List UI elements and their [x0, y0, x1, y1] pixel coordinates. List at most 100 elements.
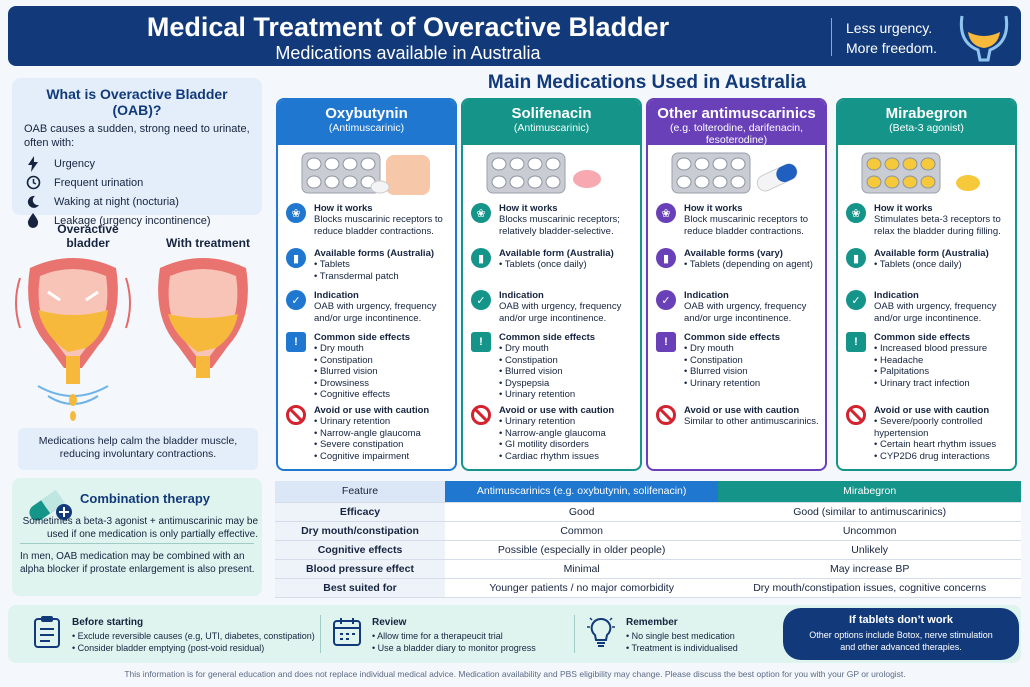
card-header: Oxybutynin(Antimuscarinic) — [278, 100, 455, 145]
clock-icon — [24, 175, 42, 191]
tablet-blister-icon — [671, 152, 798, 194]
table-header-feature: Feature — [275, 481, 445, 503]
section-body: • Tablets (once daily) — [874, 259, 962, 270]
card-drug-name: Other antimuscarinics — [657, 105, 816, 122]
section-title: Available forms (vary) — [684, 248, 783, 259]
section-title: Common side effects — [874, 332, 971, 343]
section-title: Common side effects — [314, 332, 411, 343]
tagline-2: More freedom. — [846, 40, 938, 56]
remember-text: • No single best medication • Treatment … — [626, 630, 738, 654]
section-body: • Severe/poorly controlled hypertension … — [874, 416, 997, 462]
remember-item: • No single best medication — [626, 631, 735, 641]
tagline-1: Less urgency. — [846, 20, 933, 36]
brain-icon: ❀ — [656, 203, 676, 223]
section-title: How it works — [499, 203, 558, 214]
table-cell: Blood pressure effect — [275, 559, 445, 579]
remember-item: • Treatment is individualised — [626, 643, 738, 653]
card-drug-class-line-2: fesoterodine) — [705, 134, 768, 146]
card-drug-class: (Antimuscarinic) — [328, 122, 405, 134]
table-cell: Dry mouth/constipation issues, cognitive… — [718, 578, 1021, 598]
no-entry-icon — [286, 405, 306, 425]
medication-card-other-antimuscarinics: Other antimuscarinics(e.g. tolterodine, … — [646, 98, 827, 471]
table-cell: May increase BP — [718, 559, 1021, 579]
table-cell: Younger patients / no major comorbidity — [445, 578, 719, 598]
table-cell: Good (similar to antimuscarinics) — [718, 502, 1021, 522]
check-icon: ✓ — [656, 290, 676, 310]
capsule-plus-icon — [29, 489, 72, 521]
overactive-label-1: Overactive — [57, 222, 119, 236]
before-starting-title: Before starting — [72, 617, 144, 628]
section-body: OAB with urgency, frequency and/or urge … — [874, 301, 997, 324]
section-body: Blocks muscarinic receptors; relatively … — [499, 214, 620, 237]
table-cell: Uncommon — [718, 521, 1021, 541]
brain-icon: ❀ — [846, 203, 866, 223]
symptom-leakage: Leakage (urgency incontinence) — [24, 211, 250, 230]
table-header-mirabegron: Mirabegron — [718, 481, 1021, 503]
table-cell: Efficacy — [275, 502, 445, 522]
section-body: OAB with urgency, frequency and/or urge … — [499, 301, 622, 324]
section-body: Blocks muscarinic receptors to reduce bl… — [314, 214, 443, 237]
card-drug-name: Oxybutynin — [325, 105, 408, 122]
table-cell: Minimal — [445, 559, 719, 579]
section-body: Block muscarinic receptors to reduce bla… — [684, 214, 809, 237]
calendar-icon — [333, 618, 361, 646]
medication-card-solifenacin: Solifenacin(Antimuscarinic)❀How it works… — [461, 98, 642, 471]
with-treatment-label: With treatment — [166, 236, 250, 250]
table-cell: Best suited for — [275, 578, 445, 598]
section-body: OAB with urgency, frequency and/or urge … — [314, 301, 437, 324]
symptom-label: Frequent urination — [54, 176, 144, 189]
if-tablets-line: Other options include Botox, nerve stimu… — [809, 630, 993, 640]
main-medications-title: Main Medications Used in Australia — [487, 72, 807, 93]
brain-icon: ❀ — [286, 203, 306, 223]
bottom-info-strip: Before starting • Exclude reversible cau… — [8, 605, 1021, 663]
section-title: Avoid or use with caution — [684, 405, 800, 416]
overactive-label-2: bladder — [66, 236, 110, 250]
lightbulb-icon — [587, 617, 615, 647]
table-cell: Possible (especially in older people) — [445, 540, 719, 560]
combination-text-1: Sometimes a beta-3 agonist + antimuscari… — [22, 516, 258, 540]
section-body: • Dry mouth • Constipation • Blurred vis… — [314, 343, 391, 400]
card-drug-name: Mirabegron — [885, 105, 968, 122]
pill-icon: ▮ — [846, 248, 866, 268]
moon-icon — [24, 194, 42, 210]
card-header: Mirabegron(Beta-3 agonist) — [838, 100, 1015, 145]
symptom-nocturia: Waking at night (nocturia) — [24, 192, 250, 211]
symptom-label: Leakage (urgency incontinence) — [54, 214, 211, 227]
page-title: Medical Treatment of Overactive Bladder — [146, 12, 670, 42]
no-entry-icon — [846, 405, 866, 425]
warning-icon: ! — [286, 332, 306, 352]
table-header-antimuscarinics: Antimuscarinics (e.g. oxybutynin, solife… — [445, 481, 719, 503]
section-body: • Increased blood pressure • Headache • … — [874, 343, 988, 389]
tablet-blister-icon — [301, 152, 430, 195]
if-tablets-dont-work-callout: If tablets don’t work Other options incl… — [783, 608, 1019, 660]
table-cell: Common — [445, 521, 719, 541]
no-entry-icon — [656, 405, 676, 425]
card-header: Solifenacin(Antimuscarinic) — [463, 100, 640, 145]
bladder-illustration: Overactive bladder With treatment — [8, 218, 266, 430]
table-header-row: Feature Antimuscarinics (e.g. oxybutynin… — [275, 481, 1021, 503]
symptom-label: Urgency — [54, 157, 95, 170]
section-title: Indication — [314, 290, 359, 301]
symptom-label: Waking at night (nocturia) — [54, 195, 179, 208]
if-tablets-title: If tablets don’t work — [849, 614, 953, 626]
section-body: Similar to other antimuscarinics. — [684, 416, 819, 427]
section-body: • Tablets • Transdermal patch — [314, 259, 399, 282]
page-subtitle: Medications available in Australia — [275, 43, 541, 63]
warning-icon: ! — [471, 332, 491, 352]
if-tablets-text: Other options include Botox, nerve stimu… — [783, 629, 1019, 653]
combination-text-2: In men, OAB medication may be combined w… — [20, 551, 255, 575]
review-text: • Allow time for a therapeucit trial • U… — [372, 630, 536, 654]
table-cell: Dry mouth/constipation — [275, 521, 445, 541]
check-icon: ✓ — [471, 290, 491, 310]
section-title: How it works — [314, 203, 373, 214]
section-title: Indication — [684, 290, 729, 301]
lightning-icon — [24, 155, 42, 172]
table-cell: Good — [445, 502, 719, 522]
section-body: Stimulates beta-3 receptors to relax the… — [874, 214, 1001, 237]
section-title: Common side effects — [684, 332, 781, 343]
section-title: Avoid or use with caution — [499, 405, 615, 416]
review-item: • Use a bladder diary to monitor progres… — [372, 643, 536, 653]
warning-icon: ! — [846, 332, 866, 352]
